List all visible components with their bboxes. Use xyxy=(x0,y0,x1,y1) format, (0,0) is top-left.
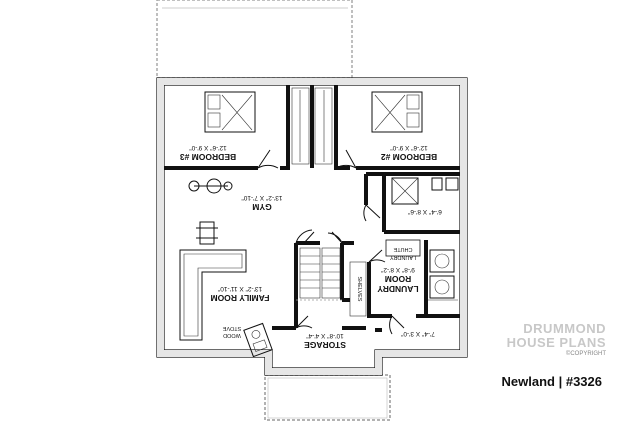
storage-door xyxy=(295,315,313,329)
bed-icon xyxy=(371,91,423,133)
bedroom3-name: BEDROOM #3 xyxy=(180,152,236,162)
bedroom2-dims: 12'-6" X 9'-0" xyxy=(390,144,428,151)
gym-name: GYM xyxy=(252,202,271,212)
closet-right xyxy=(314,87,333,165)
bedroom3-side-wall xyxy=(280,85,290,170)
shelves-label: SHELVES xyxy=(356,277,362,302)
closet-left xyxy=(291,87,310,165)
terrace-bottom-inner xyxy=(267,377,388,419)
shelves xyxy=(349,261,367,317)
storage-name: STORAGE xyxy=(304,340,346,350)
toilet-icon xyxy=(431,177,443,191)
laundry-room-name-line2: ROOM xyxy=(385,274,411,284)
shower-hatch-icon xyxy=(391,177,419,205)
sink-icon xyxy=(445,177,459,191)
laundry-walls xyxy=(367,240,460,318)
brand-line1: DRUMMOND xyxy=(523,321,606,336)
closet-door xyxy=(389,315,405,335)
storage-dims: 10'-8" X 4'-4" xyxy=(306,332,344,339)
family-room-dims: 13'-2" X 11'-10" xyxy=(217,285,262,292)
wood-stove-icon xyxy=(243,322,273,358)
wood-stove-label-2: STOVE xyxy=(222,325,241,331)
washer-drum-icon xyxy=(434,253,450,269)
bedroom3-door xyxy=(257,149,279,169)
bed-icon xyxy=(204,91,256,133)
plan-caption: Newland | #3326 xyxy=(501,374,602,389)
brand-line2: HOUSE PLANS xyxy=(506,335,606,350)
shower-icon xyxy=(391,177,419,205)
bath-door xyxy=(363,204,381,222)
storage-walls xyxy=(272,298,366,330)
weight-bench-icon xyxy=(196,221,218,245)
dryer-drum-icon xyxy=(434,279,450,295)
bedroom2-name: BEDROOM #2 xyxy=(381,152,437,162)
brand-watermark: DRUMMOND HOUSE PLANS ©COPYRIGHT xyxy=(506,321,606,358)
family-room-name: FAMILY ROOM xyxy=(210,293,269,303)
terrace-bottom xyxy=(264,374,391,421)
stair-door xyxy=(295,229,315,244)
laundry-room-dims: 9'-8" X 8'-2" xyxy=(380,266,415,273)
brand-copyright: ©COPYRIGHT xyxy=(565,351,606,357)
sectional-sofa-icon xyxy=(179,249,247,341)
closet-dims: 7'-4" X 3'-0" xyxy=(400,330,435,337)
laundry-chute-label-2: CHUTE xyxy=(393,246,412,252)
laundry-door xyxy=(368,249,386,263)
bath-dims: 6'-4" X 8'-6" xyxy=(407,208,442,215)
laundry-room-name-line1: LAUNDRY xyxy=(377,284,419,294)
gym-dims: 13'-2" X 7'-10" xyxy=(241,194,283,201)
stairs-icon xyxy=(299,247,341,299)
stair-door-2 xyxy=(327,231,343,244)
bedroom3-dims: 12'-6" X 9'-0" xyxy=(189,144,227,151)
bedroom2-side-wall xyxy=(334,85,350,170)
laundry-chute xyxy=(385,239,421,257)
terrace-top xyxy=(156,0,353,79)
laundry-chute-label-1: LAUNDRY xyxy=(390,254,417,260)
dryer-icon xyxy=(429,275,455,299)
stair-walls xyxy=(294,241,354,328)
bedroom2-door xyxy=(335,149,357,169)
wood-stove-label-1: WOOD xyxy=(223,332,241,338)
washer-icon xyxy=(429,249,455,273)
exercise-bike-icon xyxy=(188,178,233,194)
bath-walls xyxy=(364,172,460,232)
